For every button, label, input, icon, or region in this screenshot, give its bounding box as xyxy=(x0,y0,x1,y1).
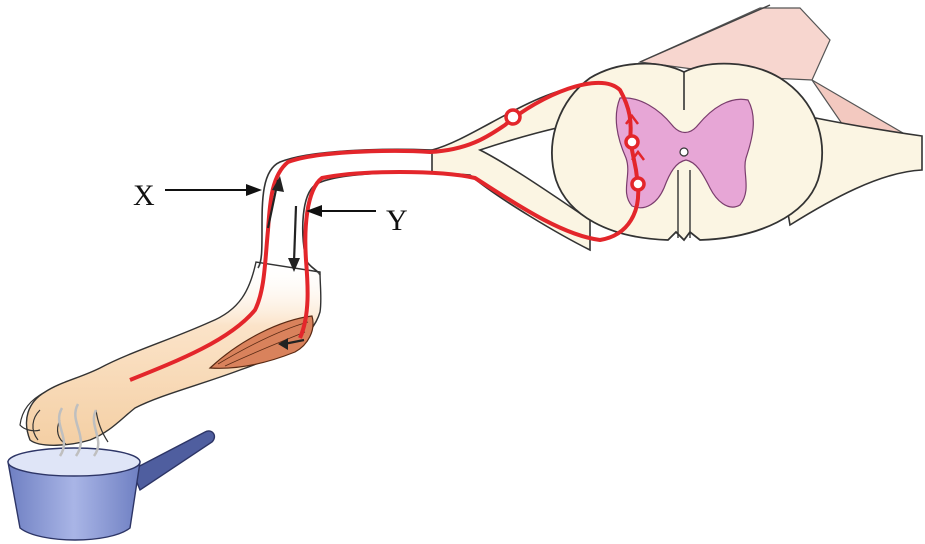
pan-handle xyxy=(132,431,214,490)
label-y-group: Y xyxy=(306,204,408,237)
label-x: X xyxy=(133,179,155,212)
pointer-x-arrowhead xyxy=(246,184,262,196)
label-y: Y xyxy=(386,204,408,237)
motor-cell-body xyxy=(632,178,644,190)
label-x-group: X xyxy=(133,179,262,212)
interneuron-cell-body xyxy=(626,136,638,148)
spinal-cord xyxy=(552,64,822,240)
arm xyxy=(20,262,321,445)
sensory-cell-body xyxy=(506,110,520,124)
central-canal xyxy=(680,148,688,156)
